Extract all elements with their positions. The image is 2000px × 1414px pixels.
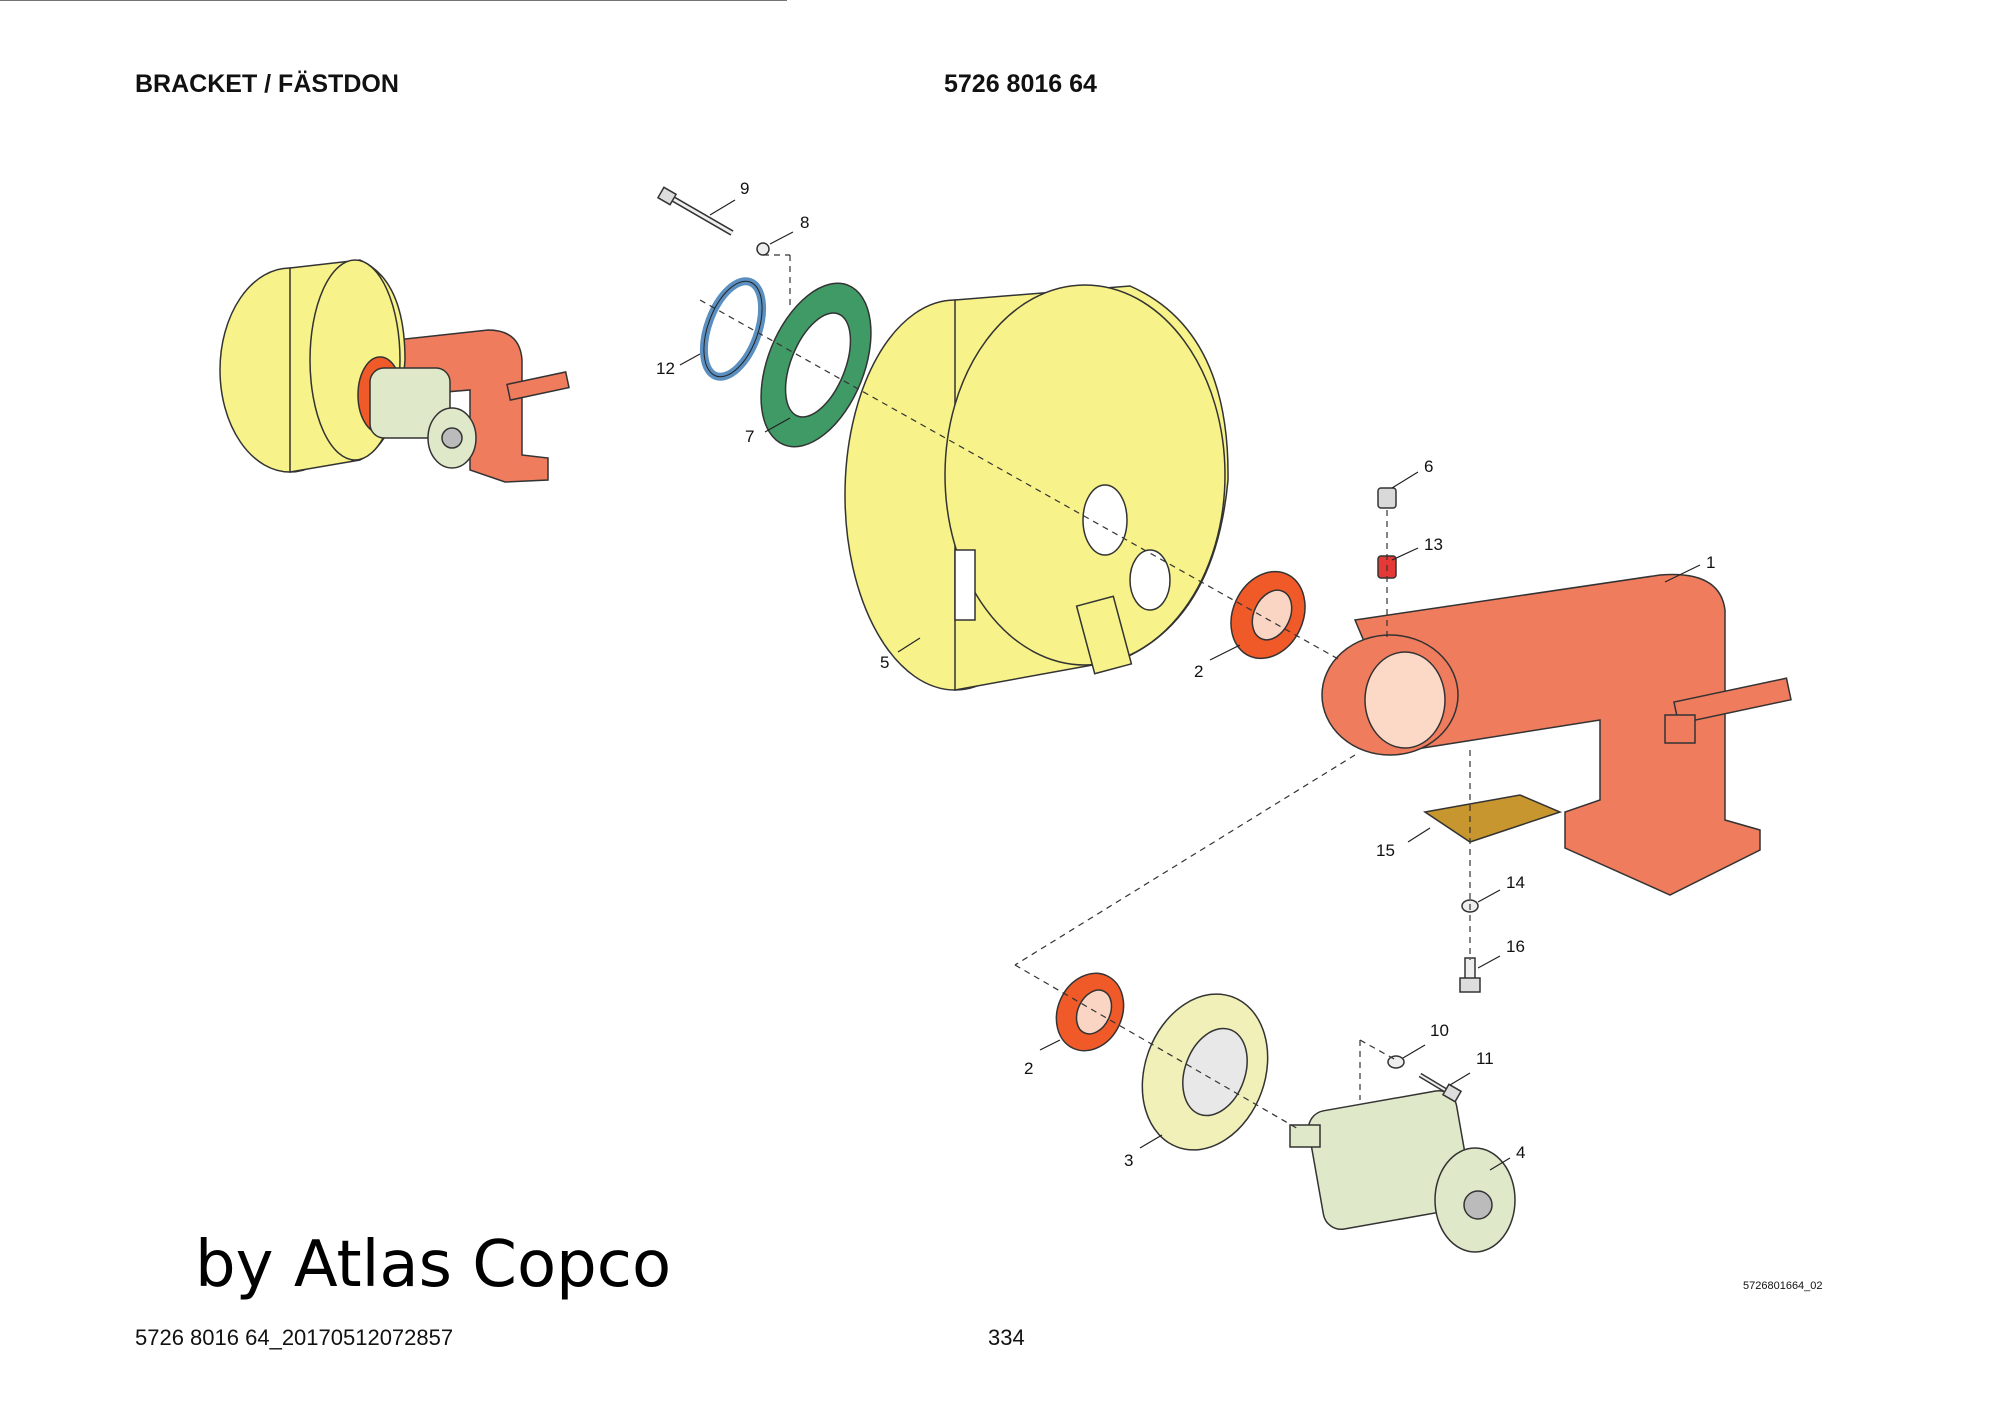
callout-12: 12 (656, 359, 675, 378)
callout-8: 8 (800, 213, 809, 232)
callout-7: 7 (745, 427, 754, 446)
watermark-text: by Atlas Copco (195, 1228, 672, 1302)
callouts: 1 2 2 3 4 5 6 7 8 9 10 11 12 13 14 15 16 (656, 179, 1715, 1170)
page-number: 334 (988, 1325, 1025, 1350)
callout-11: 11 (1476, 1049, 1494, 1068)
part-10-washer (1387, 1055, 1405, 1069)
callout-2-upper: 2 (1194, 662, 1203, 681)
part-11-bolt (1418, 1072, 1463, 1103)
callout-6: 6 (1424, 457, 1433, 476)
callout-3: 3 (1124, 1151, 1133, 1170)
leader-lines (0, 0, 1701, 1171)
callout-4: 4 (1516, 1143, 1525, 1162)
assembly-lines (699, 254, 1471, 1131)
part-6-plug (1377, 487, 1397, 509)
leader-lines-2 (679, 199, 1501, 1086)
part-8-washer (756, 242, 770, 256)
part-2-seal-lower (1055, 972, 1125, 1052)
part-15-plate (1423, 794, 1563, 843)
part-1-bracket (1321, 573, 1792, 896)
callout-5: 5 (880, 653, 889, 672)
part-4-motor (1289, 1089, 1516, 1253)
part-5-drum (844, 284, 1229, 691)
part-16-screw (1459, 957, 1481, 993)
callout-2-lower: 2 (1024, 1059, 1033, 1078)
callout-16: 16 (1506, 937, 1525, 956)
assembly-overview (219, 259, 570, 483)
callout-13: 13 (1424, 535, 1443, 554)
callout-1: 1 (1706, 553, 1715, 572)
callout-15: 15 (1376, 841, 1395, 860)
page-title: BRACKET / FÄSTDON (135, 70, 399, 98)
part-12-ring (699, 277, 767, 381)
document-id: 5726 8016 64_20170512072857 (135, 1325, 454, 1350)
figure-code: 5726801664_02 (1743, 1280, 1823, 1292)
part-3-adapter (1141, 993, 1269, 1151)
callout-14: 14 (1506, 873, 1525, 892)
part-9-bolt (656, 186, 734, 236)
part-2-seal-upper (1230, 570, 1306, 660)
part-number: 5726 8016 64 (944, 70, 1097, 98)
callout-9: 9 (740, 179, 749, 198)
callout-10: 10 (1430, 1021, 1449, 1040)
